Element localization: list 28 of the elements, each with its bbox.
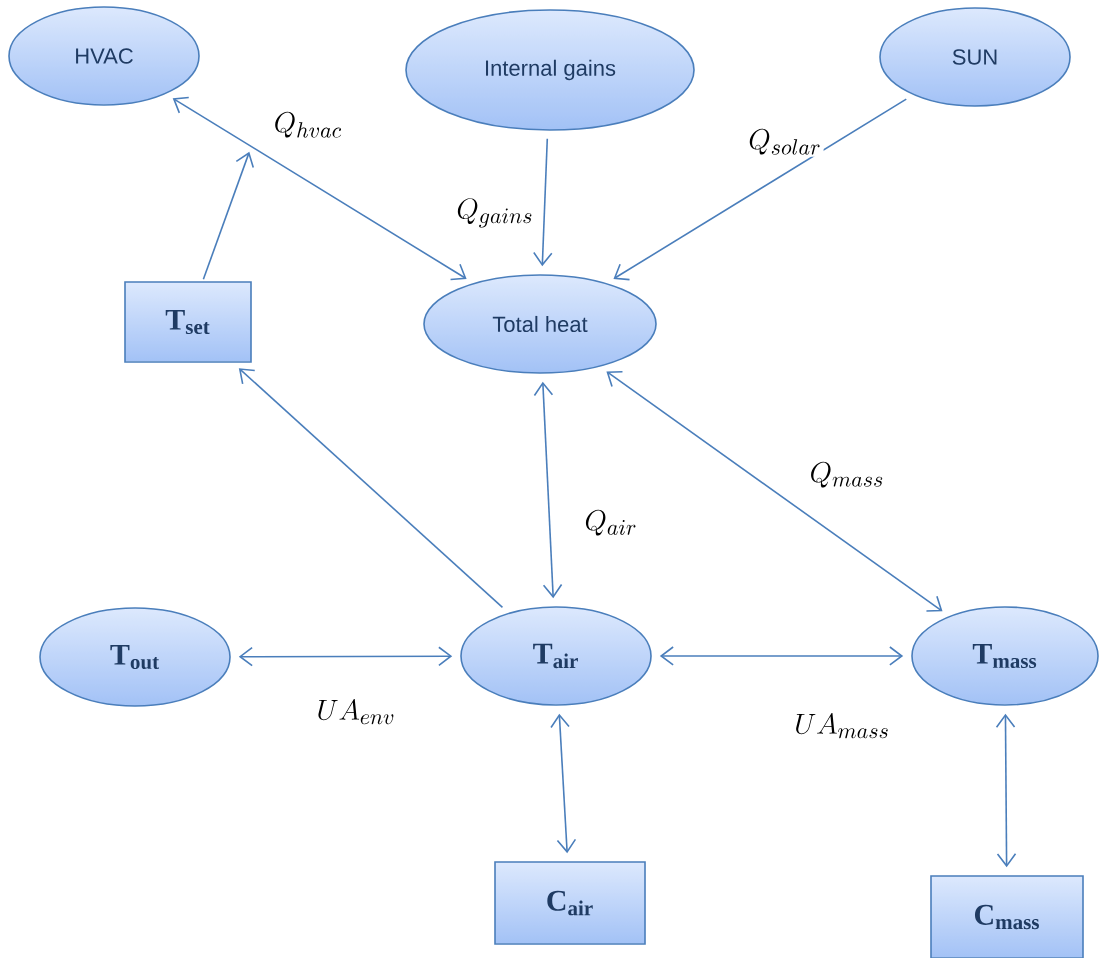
arrow <box>202 151 255 281</box>
edge-label: $Q_{hvac}$ <box>271 110 345 140</box>
ellipse-node: Internal gains <box>405 9 695 131</box>
rectangle-node: T$_{set}$ <box>124 281 252 363</box>
arrow <box>613 98 908 281</box>
arrow <box>995 713 1017 868</box>
ellipse-node: T$_{air}$ <box>460 606 652 706</box>
edge-label: $Q_{gains}$ <box>454 196 536 230</box>
arrow <box>533 137 553 267</box>
arrow <box>606 371 943 612</box>
ellipse-node: T$_{out}$ <box>39 607 231 707</box>
edge-label: $Q_{solar}$ <box>746 127 824 157</box>
ellipse-node: Total heat <box>423 274 657 374</box>
edge-label: $Q_{mass}$ <box>807 460 887 490</box>
ellipse-node: T$_{mass}$ <box>911 606 1099 706</box>
arrow <box>533 381 563 599</box>
rectangle-node: C$_{air}$ <box>494 861 646 945</box>
edge-label: $Q_{air}$ <box>582 508 640 538</box>
edge-label: $UA_{env}$ <box>314 698 398 726</box>
arrow <box>659 646 904 666</box>
ellipse-node: SUN <box>879 7 1071 107</box>
arrow <box>238 646 453 667</box>
ellipse-node: HVAC <box>8 6 200 106</box>
arrow <box>238 368 504 609</box>
rectangle-node: C$_{mass}$ <box>930 875 1084 958</box>
arrow <box>550 713 577 854</box>
arrow <box>172 96 467 281</box>
edge-label: $UA_{mass}$ <box>792 712 892 740</box>
